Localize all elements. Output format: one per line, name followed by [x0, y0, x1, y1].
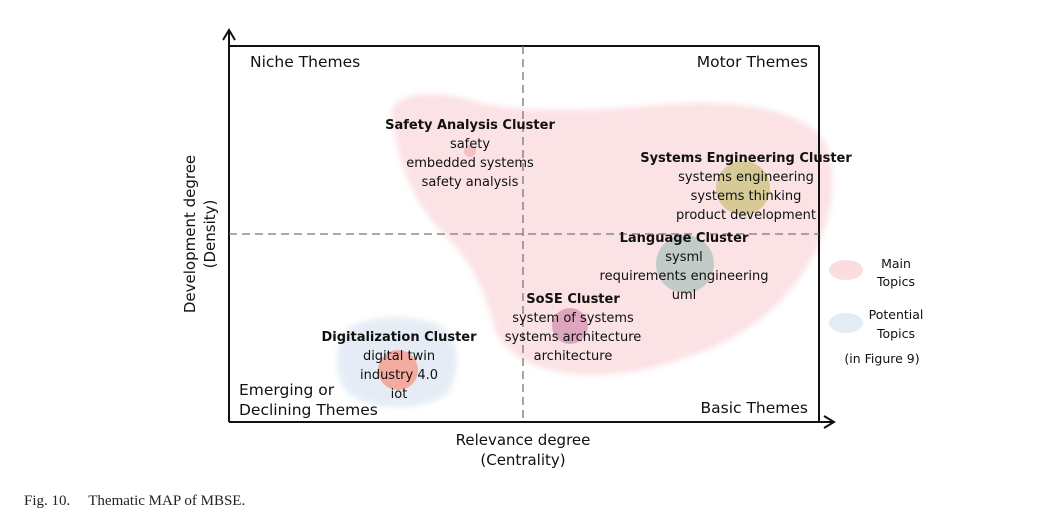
legend-swatch-main [829, 260, 863, 280]
figure-caption-text: Thematic MAP of MBSE. [88, 493, 246, 509]
cluster-title-sose: SoSE Cluster [526, 292, 620, 307]
x-axis-arrow [823, 415, 836, 429]
figure-caption: Fig. 10. Thematic MAP of MBSE. [24, 493, 245, 510]
cluster-keyword: industry 4.0 [360, 368, 438, 383]
cluster-keyword: systems engineering [678, 170, 814, 185]
x-axis-title-line-2: (Centrality) [480, 451, 565, 469]
y-axis-title-line-1: Development degree [181, 155, 199, 313]
quadrant-label-bottom-left-line-1: Emerging or [239, 381, 335, 399]
quadrant-label-top-left: Niche Themes [250, 53, 360, 71]
cluster-keyword: iot [391, 387, 408, 402]
cluster-keyword: sysml [665, 250, 703, 265]
cluster-bubble-language [656, 235, 714, 293]
quadrant-label-top-right: Motor Themes [697, 53, 808, 71]
cluster-keyword: product development [676, 208, 816, 223]
cluster-bubble-safety-analysis [464, 145, 476, 157]
y-axis-title-line-2: (Density) [201, 200, 219, 269]
cluster-bubble-sose [552, 308, 588, 344]
quadrant-label-bottom-left-line-2: Declining Themes [239, 401, 378, 419]
legend-label-main-line-2: Topics [876, 274, 915, 289]
quadrant-label-bottom-right: Basic Themes [700, 399, 808, 417]
legend-label-main-line-1: Main [881, 256, 911, 271]
cluster-keyword: safety analysis [422, 175, 519, 190]
cluster-title-systems-engineering: Systems Engineering Cluster [640, 151, 852, 166]
legend-swatch-potential [829, 313, 863, 333]
cluster-title-digitalization: Digitalization Cluster [321, 330, 477, 345]
cluster-keyword: systems thinking [691, 189, 802, 204]
cluster-keyword: digital twin [363, 349, 435, 364]
cluster-keyword: requirements engineering [600, 269, 769, 284]
cluster-title-language: Language Cluster [620, 231, 749, 246]
cluster-keyword: systems architecture [505, 330, 642, 345]
legend-label-potential-line-1: Potential [869, 307, 924, 322]
y-axis-arrow [222, 28, 236, 41]
cluster-bubble-digitalization [378, 350, 418, 390]
legend-note: (in Figure 9) [844, 351, 919, 366]
cluster-keyword: uml [672, 288, 697, 303]
cluster-keyword: embedded systems [406, 156, 534, 171]
cluster-keyword: system of systems [512, 311, 634, 326]
x-axis-title-line-1: Relevance degree [456, 431, 591, 449]
cluster-title-safety-analysis: Safety Analysis Cluster [385, 118, 555, 133]
cluster-bubble-systems-engineering [716, 161, 770, 215]
legend-label-potential-line-2: Topics [876, 326, 915, 341]
cluster-keyword: safety [450, 137, 490, 152]
figure-number: Fig. 10. [24, 493, 71, 509]
cluster-keyword: architecture [534, 349, 613, 364]
